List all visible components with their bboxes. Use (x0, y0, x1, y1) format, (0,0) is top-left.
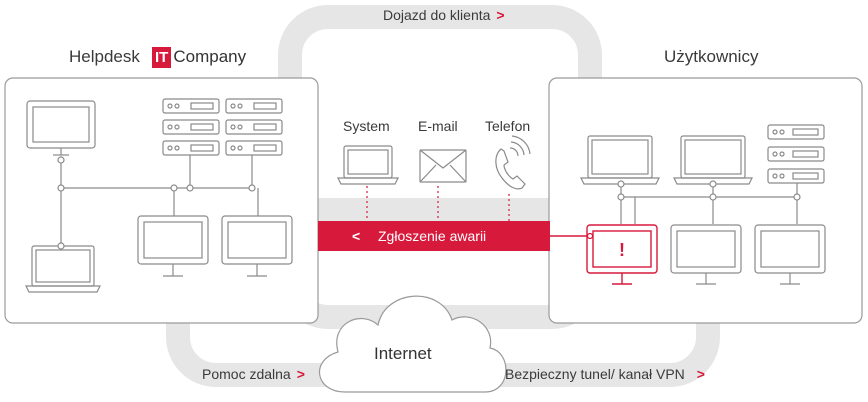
node (57, 184, 65, 192)
channel-label-email: E-mail (418, 118, 458, 134)
node (57, 242, 65, 250)
chevron-right-icon: > (696, 366, 705, 382)
alarm-bar: < Zgłoszenie awarii (318, 221, 550, 251)
alert-icon: ! (619, 240, 625, 260)
phone-icon (495, 135, 531, 190)
node (617, 180, 625, 188)
users-server (767, 124, 825, 184)
helpdesk-server-right (225, 98, 283, 156)
helpdesk-box (4, 77, 319, 324)
users-monitor-right (754, 224, 826, 285)
helpdesk-server-left (162, 98, 220, 156)
chevron-right-icon: > (496, 7, 505, 23)
top-route-label: Dojazd do klienta> (383, 7, 505, 23)
node (170, 184, 178, 192)
bottom-right-label: Bezpieczny tunel/ kanał VPN> (505, 366, 705, 382)
route-loop (278, 5, 602, 329)
node (617, 193, 625, 201)
node (248, 184, 256, 192)
node (57, 156, 65, 164)
helpdesk-monitor-bottom-right (221, 215, 293, 277)
users-laptop-right (673, 135, 753, 185)
helpdesk-monitor-top (26, 100, 96, 156)
users-title: Użytkownicy (664, 47, 759, 66)
chevron-right-icon: > (296, 366, 305, 382)
users-laptop-left (580, 135, 660, 185)
helpdesk-title: Helpdesk (69, 47, 140, 66)
channel-label-phone: Telefon (485, 118, 531, 134)
chevron-left-icon: < (352, 228, 361, 244)
alarm-label: Zgłoszenie awarii (378, 228, 487, 244)
users-box (548, 77, 863, 324)
users-monitor-middle (670, 224, 742, 285)
laptop-icon (337, 145, 399, 185)
users-monitor-alert (586, 224, 658, 285)
node (709, 193, 717, 201)
channel-label-system: System (343, 118, 390, 134)
internet-label: Internet (374, 344, 432, 363)
node (709, 180, 717, 188)
internet-cloud (319, 295, 507, 393)
bottom-left-label: Pomoc zdalna> (202, 366, 305, 382)
envelope-icon (419, 149, 467, 183)
node (793, 193, 801, 201)
helpdesk-monitor-bottom-left (137, 215, 209, 277)
node (186, 184, 194, 192)
